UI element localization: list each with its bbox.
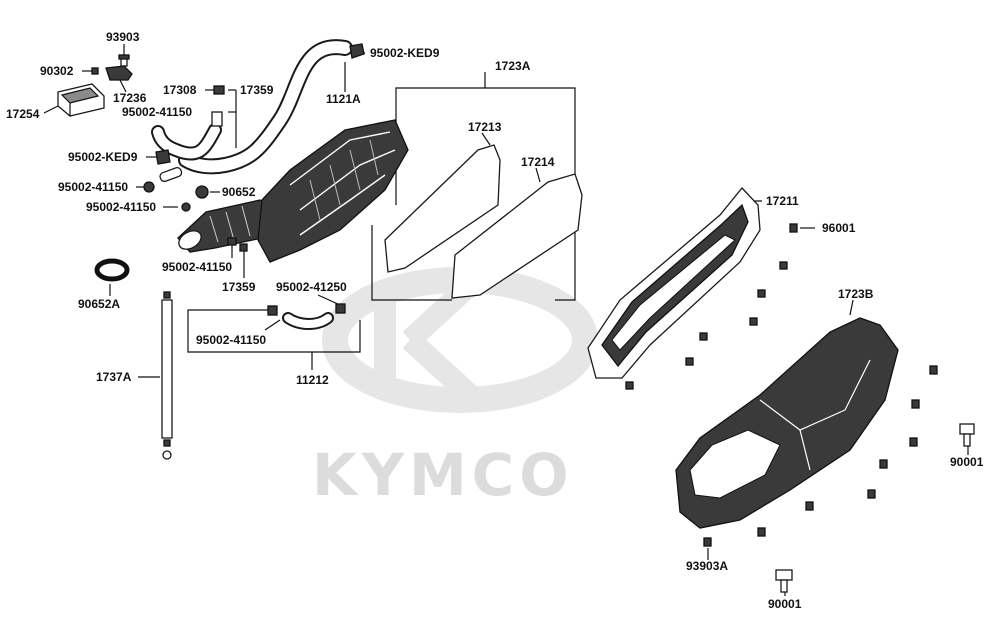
part-1121A-hose <box>151 39 353 175</box>
label-1737A: 1737A <box>96 370 132 384</box>
part-90001-bolt-bottom <box>775 569 793 593</box>
label-95002-KED9-top: 95002-KED9 <box>370 46 440 60</box>
part-93903-screw <box>118 54 130 67</box>
part-17214-gasket <box>451 173 583 299</box>
label-11212: 11212 <box>296 373 329 387</box>
part-1737A-drain-tube <box>161 291 173 460</box>
label-17308: 17308 <box>163 83 197 97</box>
part-90652-clamp <box>195 185 209 199</box>
part-1723B-outer-cover <box>675 317 899 529</box>
label-17214: 17214 <box>521 155 555 169</box>
part-17254-box <box>57 83 105 117</box>
label-17254: 17254 <box>6 107 40 121</box>
label-17211: 17211 <box>766 194 799 208</box>
label-96001: 96001 <box>822 221 856 235</box>
part-17359-top-fitting <box>211 111 223 127</box>
part-95002-41150-clamp-c <box>181 202 191 212</box>
label-90652: 90652 <box>222 185 256 199</box>
label-90001-bottom: 90001 <box>768 597 802 611</box>
label-17213: 17213 <box>468 120 502 134</box>
part-11212-short-hose <box>267 303 346 330</box>
part-90652A-clamp-ring <box>94 258 130 282</box>
label-17236: 17236 <box>113 91 147 105</box>
part-short-hose <box>159 167 183 183</box>
part-95002-KED9-top-clip <box>349 43 365 59</box>
label-17359-top: 17359 <box>240 83 274 97</box>
part-17308-fitting <box>213 85 225 95</box>
label-93903: 93903 <box>106 30 140 44</box>
label-90001-right: 90001 <box>950 455 984 469</box>
label-95002-41150-b: 95002-41150 <box>58 180 128 194</box>
label-95002-41150-c: 95002-41150 <box>86 200 156 214</box>
part-air-cleaner-case <box>257 119 409 263</box>
part-17236-clamp <box>105 65 133 81</box>
label-95002-41150-d: 95002-41150 <box>162 260 232 274</box>
label-95002-41150-e: 95002-41150 <box>196 333 266 347</box>
scattered-screws <box>625 223 938 547</box>
part-labels: 93903 90302 17236 17254 17308 17359 9500… <box>6 30 984 611</box>
part-17213-element <box>384 144 501 273</box>
label-1723B: 1723B <box>838 287 874 301</box>
kymco-watermark: KYMCO <box>312 267 598 509</box>
part-17359-bottom-fitting <box>239 243 248 252</box>
leader-lines <box>43 44 969 596</box>
label-93903A: 93903A <box>686 559 728 573</box>
label-95002-41250: 95002-41250 <box>276 280 347 294</box>
part-90001-bolt-right <box>959 423 975 447</box>
watermark-brand: KYMCO <box>312 441 574 509</box>
label-1723A: 1723A <box>495 59 531 73</box>
part-95002-41150-clamp-b <box>143 181 155 193</box>
label-90652A: 90652A <box>78 297 120 311</box>
label-95002-41150-a: 95002-41150 <box>122 105 192 119</box>
label-1121A: 1121A <box>326 92 361 106</box>
label-17359-bottom: 17359 <box>222 280 256 294</box>
part-90302-nut <box>91 67 99 75</box>
part-95002-KED9-mid-clip <box>155 149 171 165</box>
part-intake-duct <box>177 199 287 253</box>
label-90302: 90302 <box>40 64 74 78</box>
part-95002-41150-clamp-d <box>227 237 237 246</box>
part-17211-cover-plate <box>587 187 761 379</box>
label-95002-KED9-mid: 95002-KED9 <box>68 150 138 164</box>
